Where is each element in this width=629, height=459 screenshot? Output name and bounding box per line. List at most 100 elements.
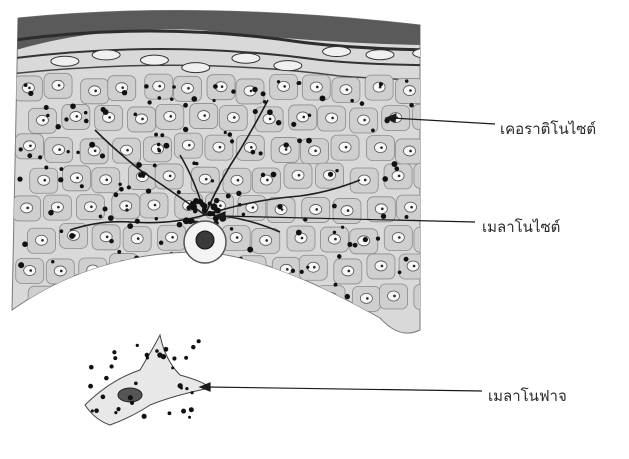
melanin-granule [122, 90, 127, 95]
melanin-granule [135, 219, 140, 224]
melanin-granule [80, 184, 84, 188]
keratinocyte-label: เคอราติโนไซต์ [500, 117, 596, 141]
melanin-granule [222, 273, 227, 278]
melanin-granule [27, 153, 32, 158]
nucleolus [298, 174, 301, 177]
melanin-granule [261, 173, 265, 177]
melanin-granule [88, 384, 93, 389]
melanin-granule [247, 247, 253, 253]
flattened-cell [274, 61, 302, 71]
melanin-granule [116, 407, 120, 411]
nucleolus [347, 209, 350, 212]
melanin-granule [172, 259, 177, 264]
nucleolus [219, 146, 222, 149]
melanin-granule [128, 395, 133, 400]
melanin-granule [67, 150, 70, 153]
melanin-granule [184, 356, 188, 360]
melanin-granule [332, 204, 337, 209]
nucleolus [285, 148, 288, 151]
melanin-granule [277, 80, 280, 83]
keratinocyte-nucleus [422, 234, 434, 244]
melanin-granule [394, 166, 399, 171]
nucleolus [409, 150, 412, 153]
keratinocyte-nucleus [246, 263, 258, 273]
nucleolus [205, 178, 208, 181]
melanin-granule [108, 286, 112, 290]
keratinocyte-nucleus [118, 260, 130, 270]
melanin-granule [117, 250, 121, 254]
keratinocyte-nucleus [216, 265, 228, 275]
keratinocyte-nucleus [196, 294, 208, 304]
melanocyte-nucleus [196, 231, 214, 249]
melanocyte-label: เมลาโนไซต์ [482, 215, 560, 239]
melanin-granule [89, 365, 94, 370]
melanin-granule [405, 215, 409, 219]
melanin-granule [136, 344, 139, 347]
melanin-granule [157, 149, 161, 153]
melanin-granule [392, 161, 398, 167]
keratinocyte-nucleus [105, 293, 117, 303]
melanin-granule [141, 257, 145, 261]
nucleolus [28, 87, 31, 90]
melanin-granule [170, 97, 174, 101]
melanin-granule [104, 376, 109, 381]
melanin-granule [350, 99, 354, 103]
melanin-granule [333, 231, 336, 234]
nucleolus [363, 119, 366, 122]
melanin-granule [100, 153, 105, 158]
nucleolus [237, 179, 240, 182]
nucleolus [58, 148, 61, 151]
melanin-granule [271, 172, 277, 178]
nucleolus [409, 89, 412, 92]
melanin-granule [238, 257, 243, 262]
melanin-granule [297, 138, 302, 143]
nucleolus [428, 174, 431, 177]
nucleolus [410, 206, 413, 209]
keratinocyte [110, 253, 138, 278]
melanin-granule [226, 194, 231, 199]
melanin-granule [224, 131, 227, 134]
melanin-granule [147, 100, 151, 104]
melanin-granule [210, 211, 215, 216]
melanin-granule [99, 215, 103, 219]
nucleolus [219, 204, 222, 207]
nucleolus [252, 266, 255, 269]
melanin-granule [193, 198, 199, 204]
nucleolus [302, 295, 305, 298]
melanin-granule [190, 203, 197, 210]
melanin-granule [18, 262, 24, 268]
melanin-granule [212, 99, 215, 102]
melanin-granule [320, 95, 326, 101]
nucleolus [316, 86, 319, 89]
melanin-granule [89, 142, 95, 148]
melanin-granule [159, 241, 164, 246]
keratinocyte [414, 227, 442, 252]
nucleolus [393, 295, 396, 298]
nucleolus [169, 175, 172, 178]
melanin-granule [363, 237, 368, 242]
nucleolus [90, 205, 93, 208]
keratinocyte [145, 256, 173, 281]
melanin-granule [127, 223, 133, 229]
melanin-granule [91, 409, 94, 412]
nucleolus [159, 267, 162, 270]
nucleolus [428, 295, 431, 298]
melanin-granule [171, 366, 174, 369]
melanin-granule [84, 119, 89, 124]
nucleolus [154, 204, 157, 207]
melanin-granule [157, 143, 161, 147]
melanin-granule [183, 127, 188, 132]
melanin-granule [353, 243, 358, 248]
melanin-granule [181, 254, 186, 259]
melanin-granule [55, 124, 60, 129]
nucleolus [364, 179, 367, 182]
melanin-granule [227, 286, 230, 289]
melanin-granule [261, 91, 266, 96]
melanin-granule [76, 151, 80, 155]
keratinocyte-nucleus [296, 291, 308, 301]
keratinocyte [156, 287, 184, 312]
keratinocyte-nucleus [153, 263, 165, 273]
nucleolus [158, 85, 161, 88]
melanin-granule [214, 198, 219, 203]
nucleolus [121, 86, 124, 89]
